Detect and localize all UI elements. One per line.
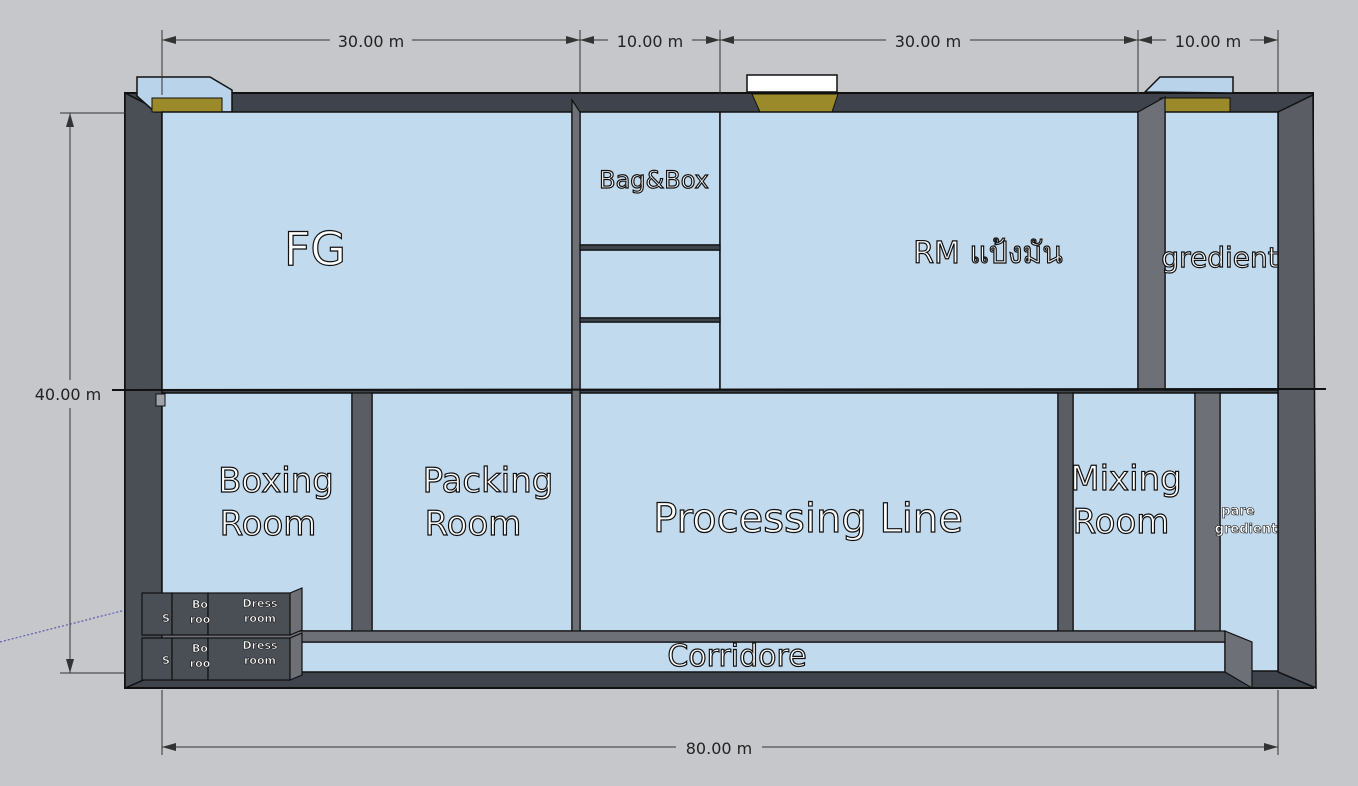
dim-top-3: 30.00 m	[895, 32, 961, 51]
label-dress-1b: room	[244, 612, 276, 625]
dim-top-4: 10.00 m	[1175, 32, 1241, 51]
label-bo-2a: Bo	[192, 642, 208, 655]
interior-walls	[161, 95, 1253, 690]
label-processing: Processing Line	[653, 496, 963, 542]
label-mixing-line1: Mixing	[1070, 459, 1181, 499]
dimension-lines	[60, 30, 1279, 755]
dress-rooms	[141, 587, 303, 681]
room-mixing	[1072, 392, 1196, 632]
dim-bottom-total: 80.00 m	[686, 739, 752, 758]
dim-top-2: 10.00 m	[617, 32, 683, 51]
room-fg	[161, 111, 573, 391]
label-corridor: Corridore	[667, 639, 806, 674]
roof-vent-center	[746, 74, 839, 113]
label-fg: FG	[284, 222, 346, 276]
room-small-1	[579, 249, 721, 319]
small-fixture	[155, 393, 166, 407]
label-bo-2b: roo	[190, 657, 211, 670]
label-spare-line1: pare	[1221, 504, 1254, 519]
corridor	[289, 641, 1226, 673]
label-rm: RM แป้งมัน	[913, 236, 1063, 271]
label-packing-line2: Room	[425, 504, 522, 544]
right-wall-face	[1277, 93, 1317, 690]
dimension-arrows	[66, 36, 1278, 751]
label-mixing-line2: Room	[1073, 502, 1170, 542]
label-bo-1a: Bo	[192, 598, 208, 611]
label-dress-2a: Dress	[242, 639, 278, 652]
label-dress-1a: Dress	[242, 597, 278, 610]
guide-line	[0, 604, 146, 643]
label-bag-box: Bag&Box	[599, 166, 709, 194]
label-bo-1b: roo	[190, 613, 211, 626]
label-boxing-line2: Room	[220, 504, 317, 544]
room-small-2	[579, 321, 721, 391]
label-s-1: S	[162, 612, 170, 625]
label-s-2: S	[162, 654, 170, 667]
label-spare-line2: gredient	[1215, 522, 1278, 537]
label-boxing-line1: Boxing	[218, 461, 334, 501]
roof-vent-left	[136, 76, 233, 113]
section-line	[111, 388, 1327, 391]
label-dress-2b: room	[244, 654, 276, 667]
dim-top-1: 30.00 m	[338, 32, 404, 51]
label-ingredient: gredient	[1161, 241, 1278, 274]
room-packing	[371, 392, 573, 632]
dim-left-height: 40.00 m	[35, 385, 101, 404]
room-processing	[579, 392, 1059, 632]
label-packing-line1: Packing	[423, 461, 554, 501]
